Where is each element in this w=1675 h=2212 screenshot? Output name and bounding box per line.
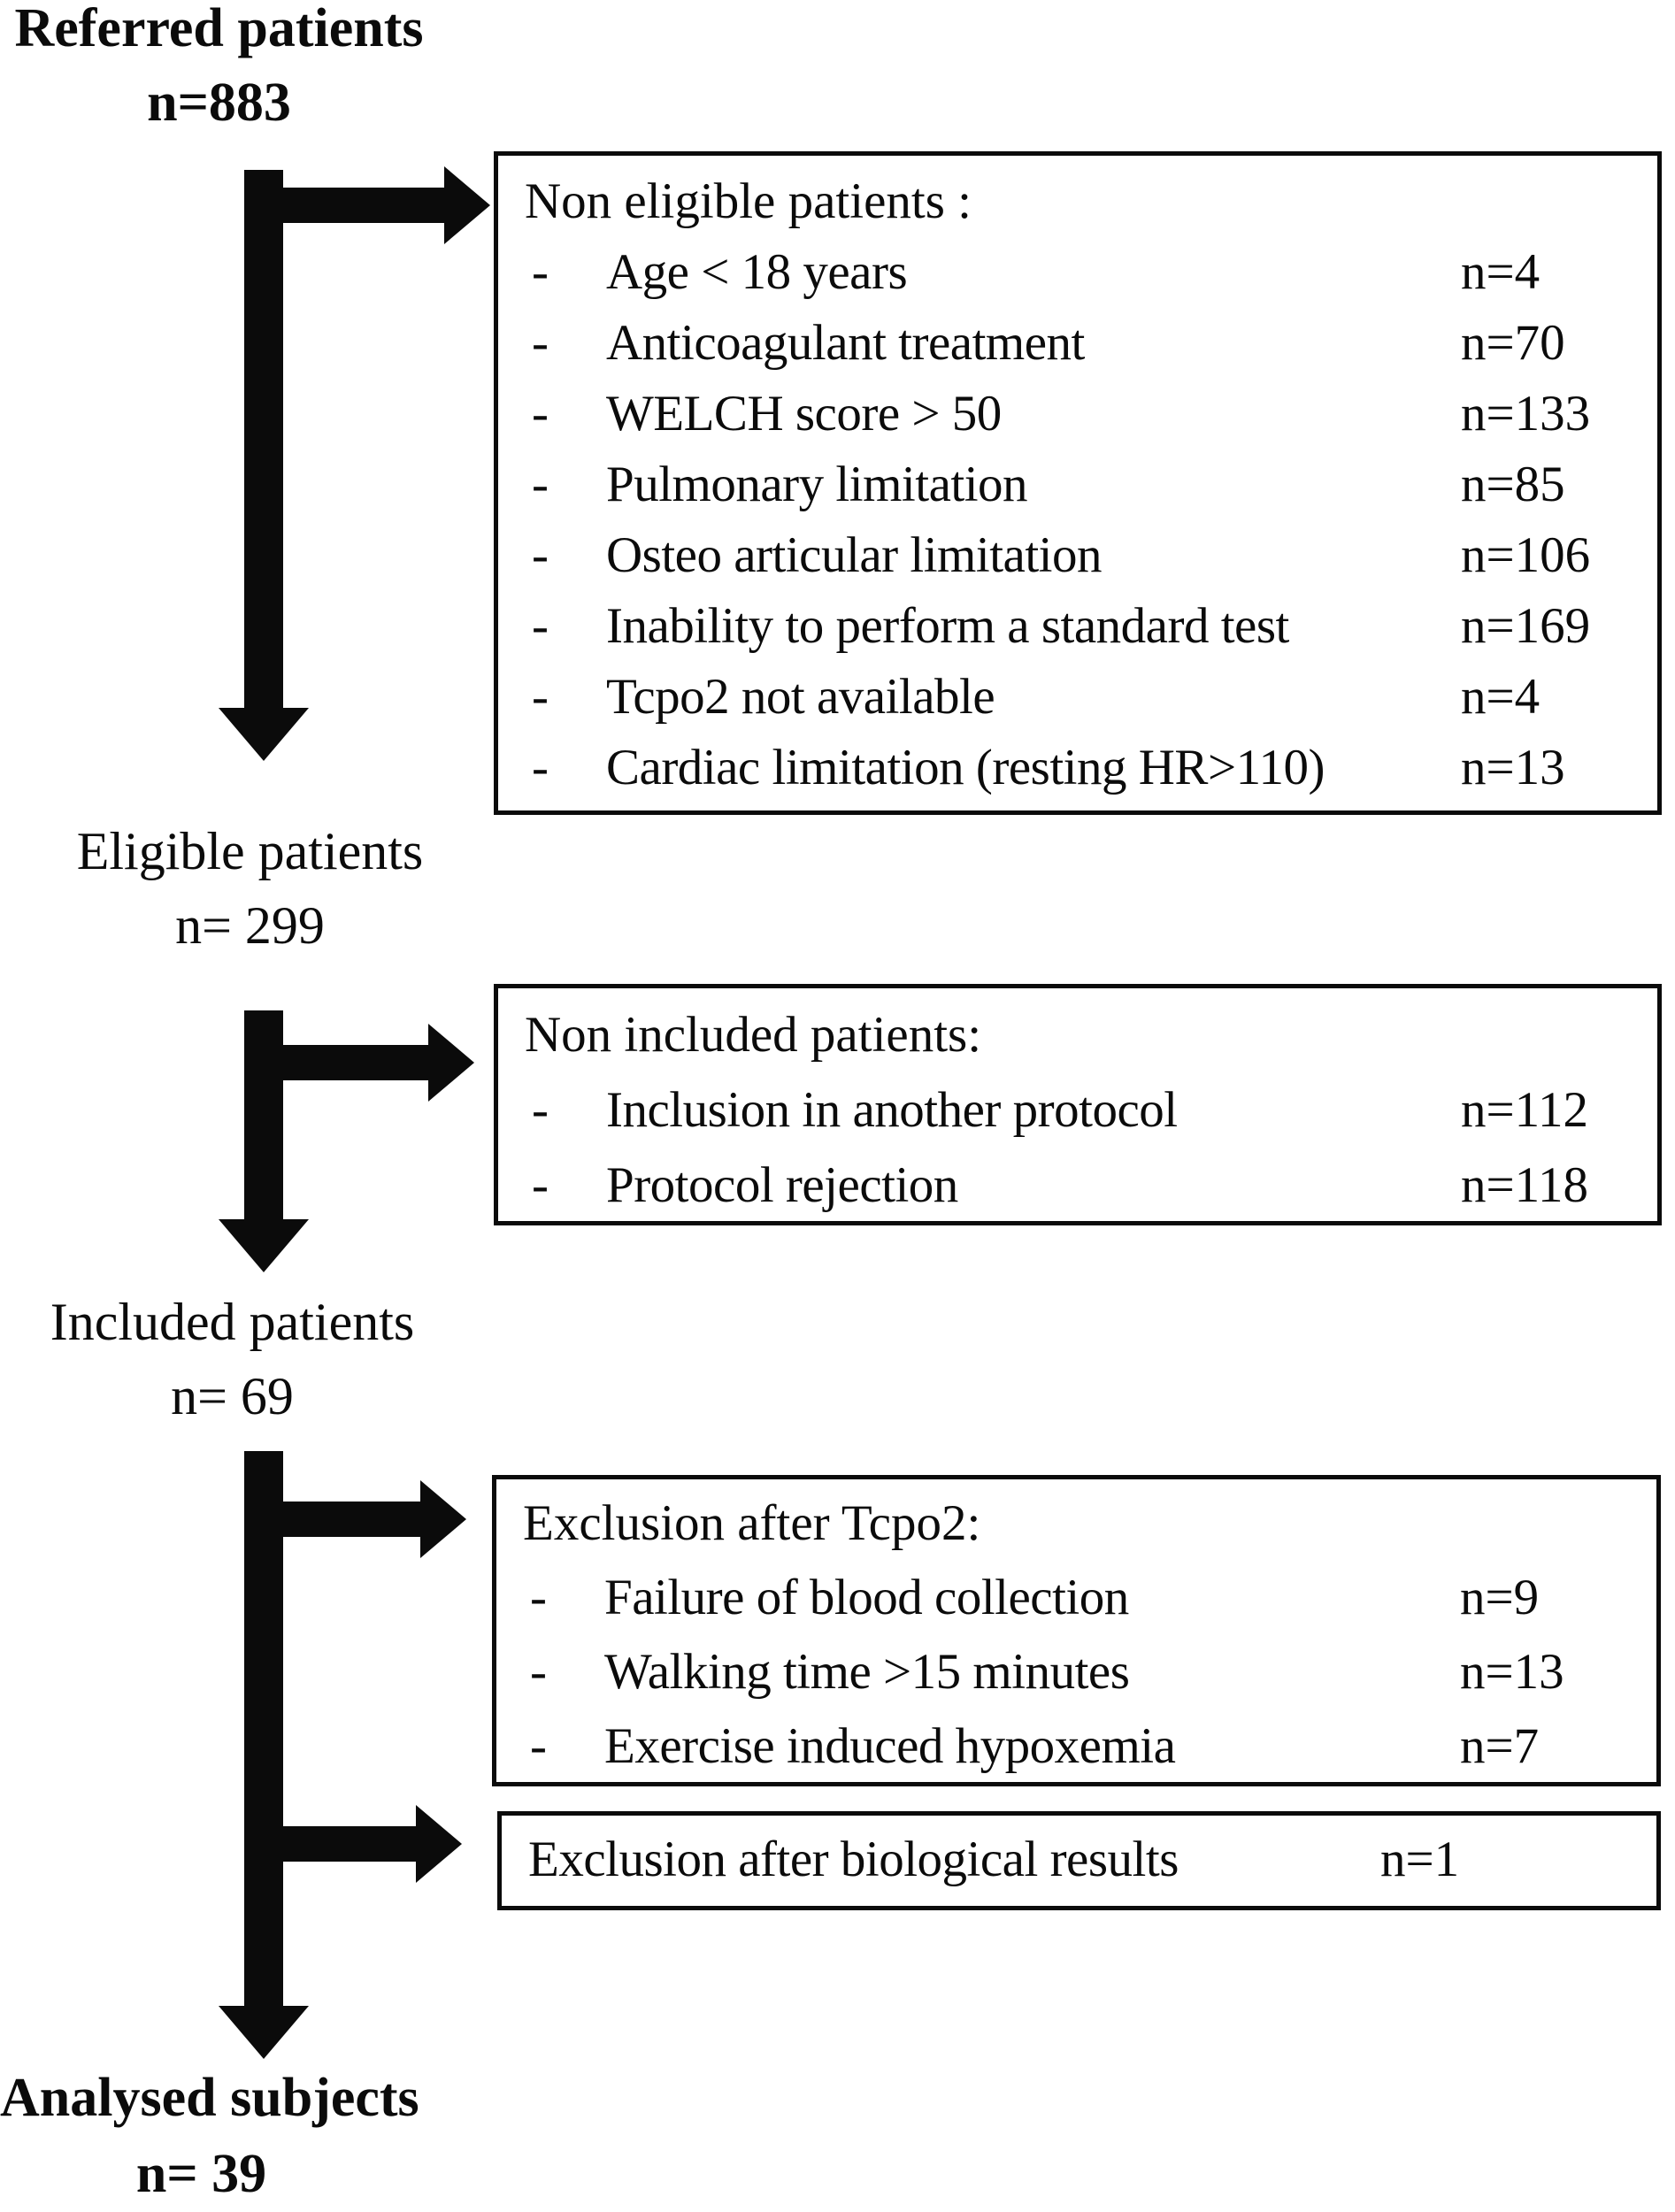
exclusion-row: - Tcpo2 not available n=4 <box>498 662 1657 733</box>
exclusion-label: Inability to perform a standard test <box>606 598 1289 654</box>
exclusion-label: Tcpo2 not available <box>606 669 995 725</box>
stage-count: n= 299 <box>175 896 325 955</box>
box-title: Exclusion after Tcpo2: <box>523 1495 981 1551</box>
exclusion-row: Exclusion after biological results n=1 <box>502 1816 1656 1904</box>
exclusion-label: Exercise induced hypoxemia <box>604 1718 1176 1774</box>
exclusion-row: - Exercise induced hypoxemia n=7 <box>496 1709 1656 1784</box>
arrow-right-icon <box>428 1024 474 1102</box>
dash-bullet: - <box>530 1570 547 1625</box>
exclusion-count: n=4 <box>1461 244 1541 300</box>
exclusion-label: Failure of blood collection <box>604 1570 1129 1625</box>
exclusion-row: - Cardiac limitation (resting HR>110) n=… <box>498 733 1657 803</box>
stage-count: n=883 <box>147 73 291 133</box>
stage-label: Included patients <box>50 1293 415 1351</box>
exclusion-count: n=112 <box>1461 1082 1589 1138</box>
exclusion-row: - Osteo articular limitation n=106 <box>498 520 1657 591</box>
non-included-patients-box: Non included patients: - Inclusion in an… <box>494 984 1662 1225</box>
exclusion-count: n=106 <box>1461 527 1591 583</box>
stage-included-patients: Included patients n= 69 <box>35 1285 429 1433</box>
exclusion-label: WELCH score > 50 <box>606 386 1002 442</box>
exclusion-label: Age < 18 years <box>606 244 908 300</box>
dash-bullet: - <box>532 386 549 442</box>
exclusion-label: Anticoagulant treatment <box>606 315 1085 371</box>
exclusion-count: n=7 <box>1460 1718 1540 1774</box>
exclusion-row: - Failure of blood collection n=9 <box>496 1561 1656 1635</box>
dash-bullet: - <box>532 598 549 654</box>
arrow-shaft <box>244 1010 283 1219</box>
dash-bullet: - <box>532 740 549 795</box>
stage-count: n= 69 <box>171 1367 294 1425</box>
branch-shaft <box>283 1502 420 1537</box>
exclusion-count: n=169 <box>1461 598 1591 654</box>
dash-bullet: - <box>532 315 549 371</box>
non-eligible-patients-box: Non eligible patients : - Age < 18 years… <box>494 151 1662 815</box>
exclusion-count: n=13 <box>1461 740 1565 795</box>
arrow-down-icon <box>219 2006 309 2059</box>
exclusion-row: - Inability to perform a standard test n… <box>498 591 1657 662</box>
exclusion-count: n=9 <box>1460 1570 1540 1625</box>
exclusion-row: - Age < 18 years n=4 <box>498 237 1657 308</box>
stage-count: n= 39 <box>135 2144 267 2204</box>
dash-bullet: - <box>530 1644 547 1700</box>
exclusion-count: n=70 <box>1461 315 1565 371</box>
exclusion-label: Cardiac limitation (resting HR>110) <box>606 740 1325 795</box>
dash-bullet: - <box>532 669 549 725</box>
arrow-right-icon <box>420 1480 466 1558</box>
exclusion-count: n=13 <box>1460 1644 1564 1700</box>
box-title: Non included patients: <box>525 1007 982 1063</box>
stage-label: Referred patients <box>14 0 424 58</box>
exclusion-row: - Anticoagulant treatment n=70 <box>498 308 1657 379</box>
exclusion-label: Pulmonary limitation <box>606 457 1028 512</box>
stage-label: Eligible patients <box>76 822 424 880</box>
exclusion-label: Exclusion after biological results <box>528 1832 1179 1887</box>
exclusion-count: n=118 <box>1461 1157 1589 1213</box>
arrow-right-icon <box>416 1805 462 1883</box>
exclusion-label: Inclusion in another protocol <box>606 1082 1178 1138</box>
exclusion-row: - Protocol rejection n=118 <box>498 1148 1657 1223</box>
branch-shaft <box>283 1826 416 1862</box>
dash-bullet: - <box>530 1718 547 1774</box>
exclusion-count: n=1 <box>1380 1832 1460 1887</box>
dash-bullet: - <box>532 457 549 512</box>
exclusion-count: n=133 <box>1461 386 1591 442</box>
exclusion-after-biological-results-box: Exclusion after biological results n=1 <box>497 1811 1661 1910</box>
dash-bullet: - <box>532 1157 549 1213</box>
exclusion-label: Osteo articular limitation <box>606 527 1103 583</box>
stage-eligible-patients: Eligible patients n= 299 <box>53 814 447 963</box>
dash-bullet: - <box>532 244 549 300</box>
exclusion-count: n=85 <box>1461 457 1565 512</box>
branch-shaft <box>283 1045 428 1080</box>
exclusion-row: - Pulmonary limitation n=85 <box>498 449 1657 520</box>
exclusion-label: Walking time >15 minutes <box>604 1644 1130 1700</box>
stage-analysed-subjects: Analysed subjects n= 39 <box>0 2060 419 2212</box>
arrow-shaft <box>244 170 283 708</box>
arrow-right-icon <box>444 166 490 244</box>
dash-bullet: - <box>532 527 549 583</box>
box-title: Non eligible patients : <box>525 173 972 229</box>
exclusion-after-tcpo2-box: Exclusion after Tcpo2: - Failure of bloo… <box>492 1475 1661 1786</box>
exclusion-row: - Walking time >15 minutes n=13 <box>496 1635 1656 1709</box>
exclusion-count: n=4 <box>1461 669 1541 725</box>
stage-referred-patients: Referred patients n=883 <box>4 0 434 140</box>
exclusion-label: Protocol rejection <box>606 1157 958 1213</box>
exclusion-row: - Inclusion in another protocol n=112 <box>498 1072 1657 1148</box>
arrow-down-icon <box>219 1219 309 1272</box>
branch-shaft <box>283 188 444 223</box>
arrow-shaft <box>244 1451 283 2006</box>
arrow-down-icon <box>219 708 309 761</box>
stage-label: Analysed subjects <box>0 2068 419 2128</box>
exclusion-row: - WELCH score > 50 n=133 <box>498 379 1657 449</box>
dash-bullet: - <box>532 1082 549 1138</box>
